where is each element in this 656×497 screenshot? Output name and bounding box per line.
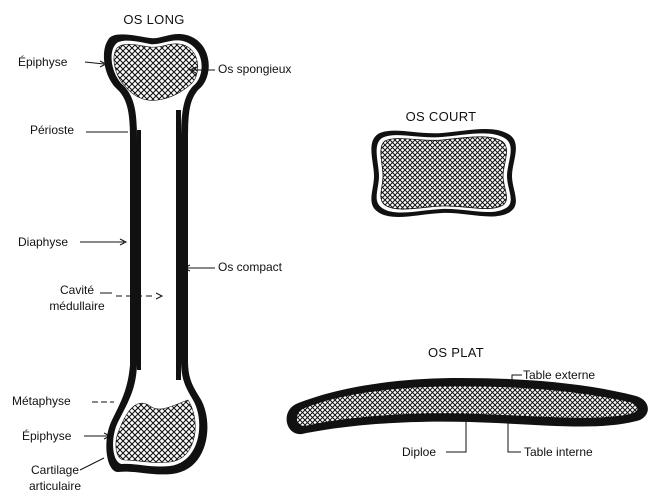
label-cartilage-line2: articulaire — [29, 479, 81, 493]
flat-bone — [287, 378, 648, 434]
label-epiphyse-top: Épiphyse — [18, 54, 68, 69]
leader-epiphyse-top — [85, 62, 104, 64]
title-flat-bone: OS PLAT — [428, 345, 484, 360]
title-short-bone: OS COURT — [406, 109, 477, 124]
label-cartilage-line1: Cartilage — [31, 463, 79, 477]
label-cavite-line1: Cavité — [60, 283, 94, 297]
long-bone — [104, 34, 209, 474]
medullary-cavity — [142, 96, 176, 406]
leader-cartilage — [80, 458, 104, 470]
label-perioste: Périoste — [30, 123, 74, 137]
compact-bone-right — [176, 110, 181, 380]
label-metaphyse: Métaphyse — [12, 394, 71, 408]
label-epiphyse-bottom: Épiphyse — [22, 428, 72, 443]
title-long-bone: OS LONG — [123, 12, 184, 27]
short-bone-spongy — [381, 137, 507, 209]
label-os-spongieux: Os spongieux — [218, 62, 291, 76]
label-table-interne: Table interne — [524, 445, 593, 459]
label-table-externe: Table externe — [523, 368, 595, 382]
leader-table-interne — [508, 422, 521, 452]
label-cavite-line2: médullaire — [49, 299, 105, 313]
label-diaphyse: Diaphyse — [18, 235, 68, 249]
label-diploe: Diploe — [402, 445, 436, 459]
short-bone — [371, 129, 516, 217]
label-os-compact: Os compact — [218, 260, 283, 274]
compact-bone-left — [137, 130, 141, 370]
